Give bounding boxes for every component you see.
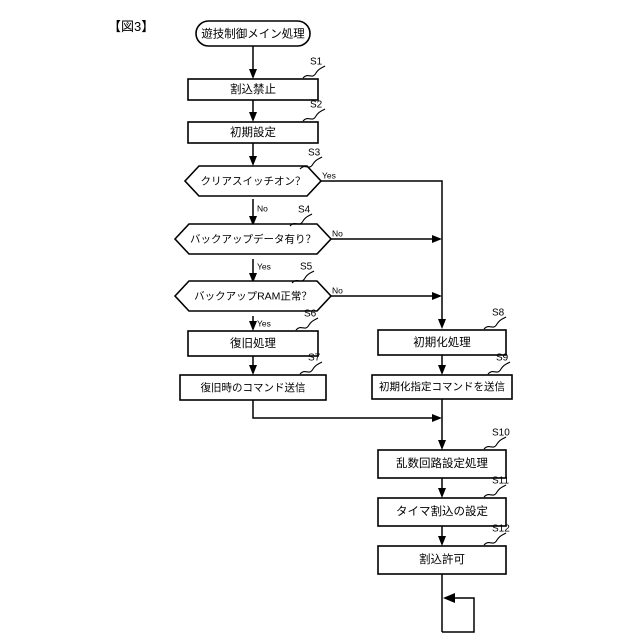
step-label-s7: S7 <box>308 353 321 364</box>
node-s7-label: 復旧時のコマンド送信 <box>201 381 306 394</box>
node-s11-timer-interrupt-setting[interactable]: タイマ割込の設定 <box>377 497 507 527</box>
step-marker-s12: S12 <box>483 524 510 546</box>
step-marker-s7: S7 <box>299 353 323 375</box>
connector-s5-no-to-right-rail <box>331 292 442 300</box>
branch-label-s5-yes: Yes <box>257 318 271 328</box>
connector-s5-yes-to-s6 <box>249 316 257 331</box>
step-marker-s4: S4 <box>289 205 313 227</box>
node-s11-label: タイマ割込の設定 <box>396 504 488 518</box>
node-s8-label: 初期化処理 <box>413 335 471 349</box>
connector-s10-to-s11 <box>438 478 446 498</box>
node-s12-interrupt-enable[interactable]: 割込許可 <box>377 545 507 575</box>
connector-start-to-s1 <box>249 46 257 79</box>
step-label-s3: S3 <box>308 148 321 159</box>
step-label-s1: S1 <box>310 57 323 68</box>
node-s5-label: バックアップRAM正常？ <box>194 289 312 302</box>
branch-label-s5-no: No <box>332 285 343 295</box>
node-s2-initial-setting[interactable]: 初期設定 <box>187 121 319 144</box>
connector-s11-to-s12 <box>438 526 446 546</box>
step-marker-s6: S6 <box>295 309 319 331</box>
node-s2-label: 初期設定 <box>230 125 276 139</box>
step-marker-s10: S10 <box>483 428 510 450</box>
connector-s9-to-s10 <box>438 399 446 450</box>
step-marker-s3: S3 <box>299 148 323 170</box>
node-s6-recovery-process[interactable]: 復旧処理 <box>187 330 319 357</box>
node-start[interactable]: 遊技制御メイン処理 <box>195 20 311 47</box>
step-label-s12: S12 <box>492 524 510 535</box>
step-label-s2: S2 <box>310 100 323 111</box>
node-s12-label: 割込許可 <box>419 552 465 566</box>
node-s9-init-command-send[interactable]: 初期化指定コマンドを送信 <box>371 374 513 400</box>
node-start-label: 遊技制御メイン処理 <box>201 27 305 41</box>
step-marker-s9: S9 <box>487 353 511 375</box>
node-s3-label: クリアスイッチオン？ <box>201 175 306 187</box>
step-label-s10: S10 <box>492 428 510 439</box>
step-marker-s1: S1 <box>302 57 326 79</box>
step-marker-s11: S11 <box>483 476 509 498</box>
connector-s3-no-to-s4 <box>249 199 257 226</box>
node-s8-initialization-process[interactable]: 初期化処理 <box>377 329 507 356</box>
step-label-s9: S9 <box>496 353 509 364</box>
step-marker-s8: S8 <box>483 308 507 330</box>
step-marker-s5: S5 <box>291 262 315 284</box>
node-s4-backup-data-exists[interactable]: バックアップデータ有り？ <box>173 223 333 255</box>
branch-label-s3-yes: Yes <box>322 170 336 180</box>
node-s5-backup-ram-normal[interactable]: バックアップRAM正常？ <box>173 280 333 312</box>
step-label-s5: S5 <box>300 262 313 273</box>
step-label-s11: S11 <box>492 476 509 487</box>
connector-s7-merge-to-right-rail <box>252 400 442 422</box>
connector-s12-loop-back <box>441 574 475 633</box>
node-s7-recovery-command-send[interactable]: 復旧時のコマンド送信 <box>179 374 327 401</box>
step-label-s8: S8 <box>492 308 505 319</box>
connector-s6-to-s7 <box>249 356 257 375</box>
node-s6-label: 復旧処理 <box>230 336 276 350</box>
step-label-s4: S4 <box>298 205 311 216</box>
connector-s8-to-s9 <box>438 355 446 375</box>
node-s3-clear-switch-on[interactable]: クリアスイッチオン？ <box>183 165 323 197</box>
branch-label-s3-no: No <box>257 203 268 213</box>
node-s9-label: 初期化指定コマンドを送信 <box>379 380 505 393</box>
branch-label-s4-yes: Yes <box>257 261 271 271</box>
connector-s2-to-s3 <box>249 143 257 166</box>
branch-label-s4-no: No <box>332 228 343 238</box>
connector-s4-yes-to-s5 <box>249 259 257 283</box>
node-s10-random-circuit-setting[interactable]: 乱数回路設定処理 <box>377 449 507 479</box>
figure-number-label: 【図3】 <box>108 19 155 34</box>
node-s1-label: 割込禁止 <box>230 82 276 96</box>
step-marker-s2: S2 <box>302 100 326 122</box>
step-label-s6: S6 <box>304 309 317 320</box>
connector-s4-no-to-right-rail <box>331 235 442 243</box>
connector-s1-to-s2 <box>249 100 257 122</box>
node-s1-interrupt-disable[interactable]: 割込禁止 <box>187 78 319 101</box>
connector-s3-yes-to-right-rail <box>321 180 446 329</box>
node-s10-label: 乱数回路設定処理 <box>396 456 488 470</box>
node-s4-label: バックアップデータ有り？ <box>190 232 316 245</box>
